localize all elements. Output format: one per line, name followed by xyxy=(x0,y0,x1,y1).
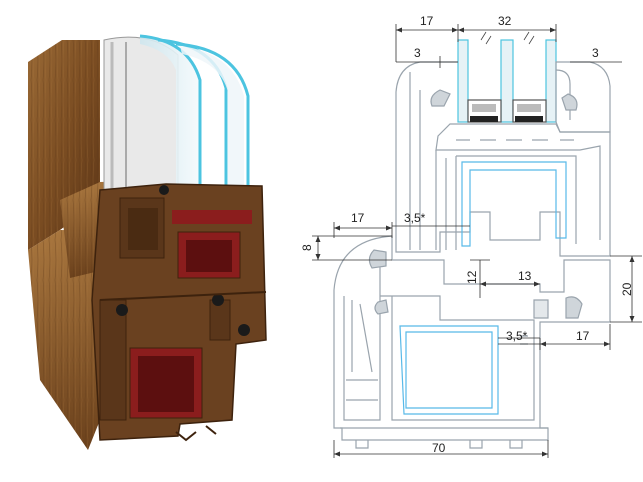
frame-reinforcement xyxy=(399,325,499,415)
cross-section-render xyxy=(91,183,267,442)
dim-total-depth: 70 xyxy=(432,441,446,455)
dimension-lines xyxy=(312,24,642,458)
frame-gasket-right xyxy=(565,296,583,319)
dim-sash-overlap: 17 xyxy=(351,211,365,225)
sash-reinforcement xyxy=(461,161,567,247)
technical-drawing xyxy=(333,39,611,449)
dim-gap-upper: 3,5* xyxy=(404,211,426,225)
dim-left-height: 8 xyxy=(300,244,314,251)
dim-gap-lower: 3,5* xyxy=(506,329,528,343)
glass-unit-render xyxy=(103,34,250,196)
profile-cutaway-render xyxy=(28,34,267,450)
glass-unit-section xyxy=(457,39,557,123)
dim-rebate-height: 12 xyxy=(465,270,479,284)
dim-top-left-width: 17 xyxy=(420,14,434,28)
frame-profile xyxy=(333,235,611,441)
frame-gasket-left xyxy=(368,249,387,269)
dim-glass-unit-width: 32 xyxy=(498,14,512,28)
dimension-labels: 17 32 3 3 17 3,5* 8 12 13 20 3,5* 17 70 xyxy=(300,14,634,455)
dim-bottom-right-width: 17 xyxy=(576,329,590,343)
dim-top-right-offset: 3 xyxy=(592,46,599,60)
dim-rebate-depth: 13 xyxy=(518,269,532,283)
outer-gasket-top xyxy=(430,89,451,107)
dim-right-height: 20 xyxy=(620,282,634,296)
dimension-arrows xyxy=(315,27,635,457)
sash-profile xyxy=(395,61,611,257)
dim-top-left-offset: 3 xyxy=(414,46,421,60)
